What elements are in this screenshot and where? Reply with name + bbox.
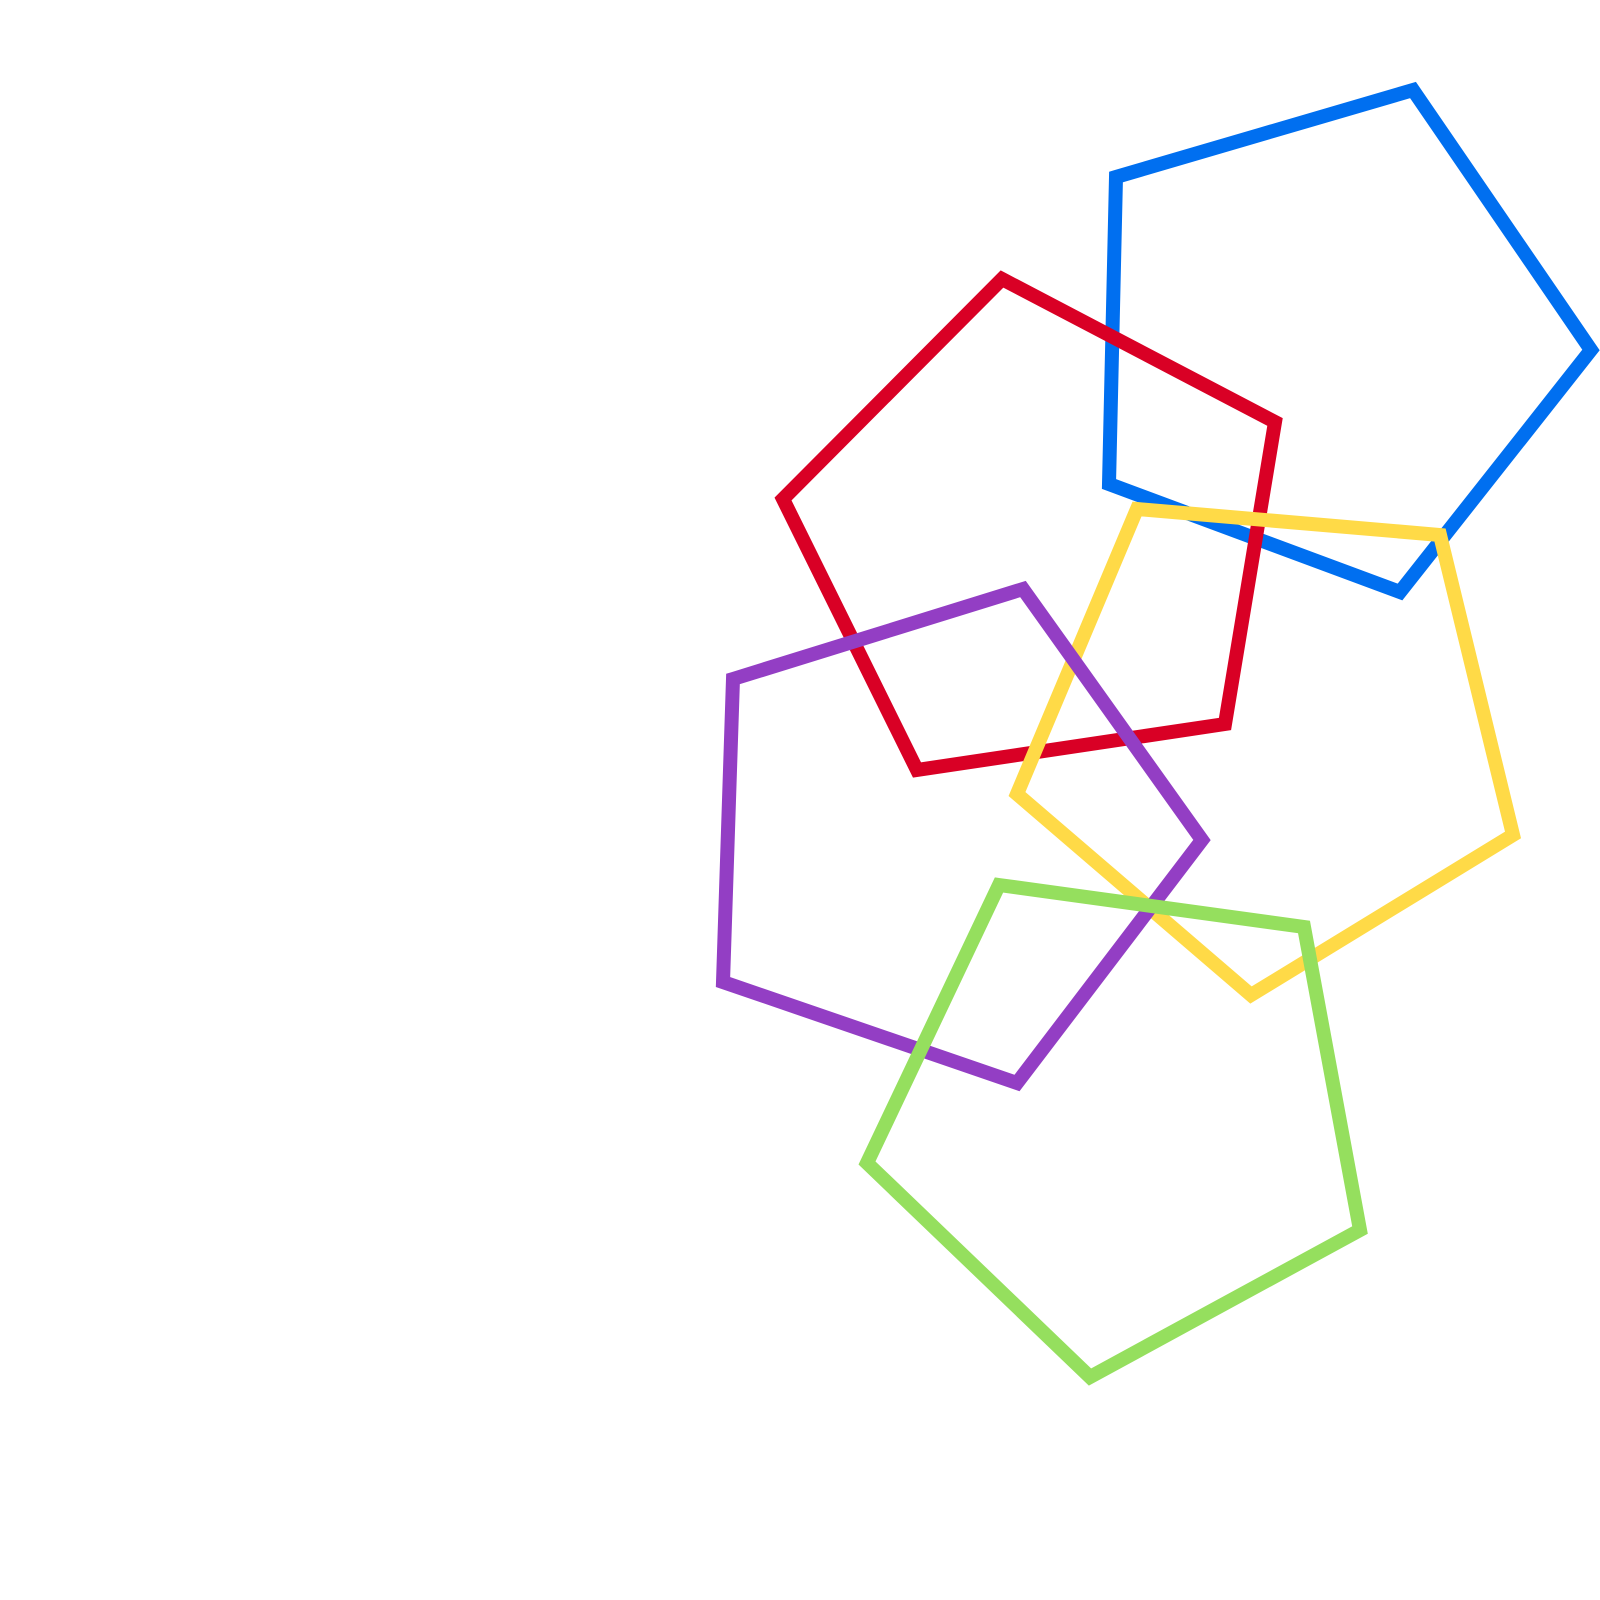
yellow-pentagon bbox=[1008, 501, 1522, 1004]
red-pentagon bbox=[774, 270, 1283, 778]
purple-pentagon bbox=[715, 580, 1211, 1092]
green-pentagon bbox=[858, 877, 1368, 1386]
blue-pentagon bbox=[1101, 81, 1600, 601]
